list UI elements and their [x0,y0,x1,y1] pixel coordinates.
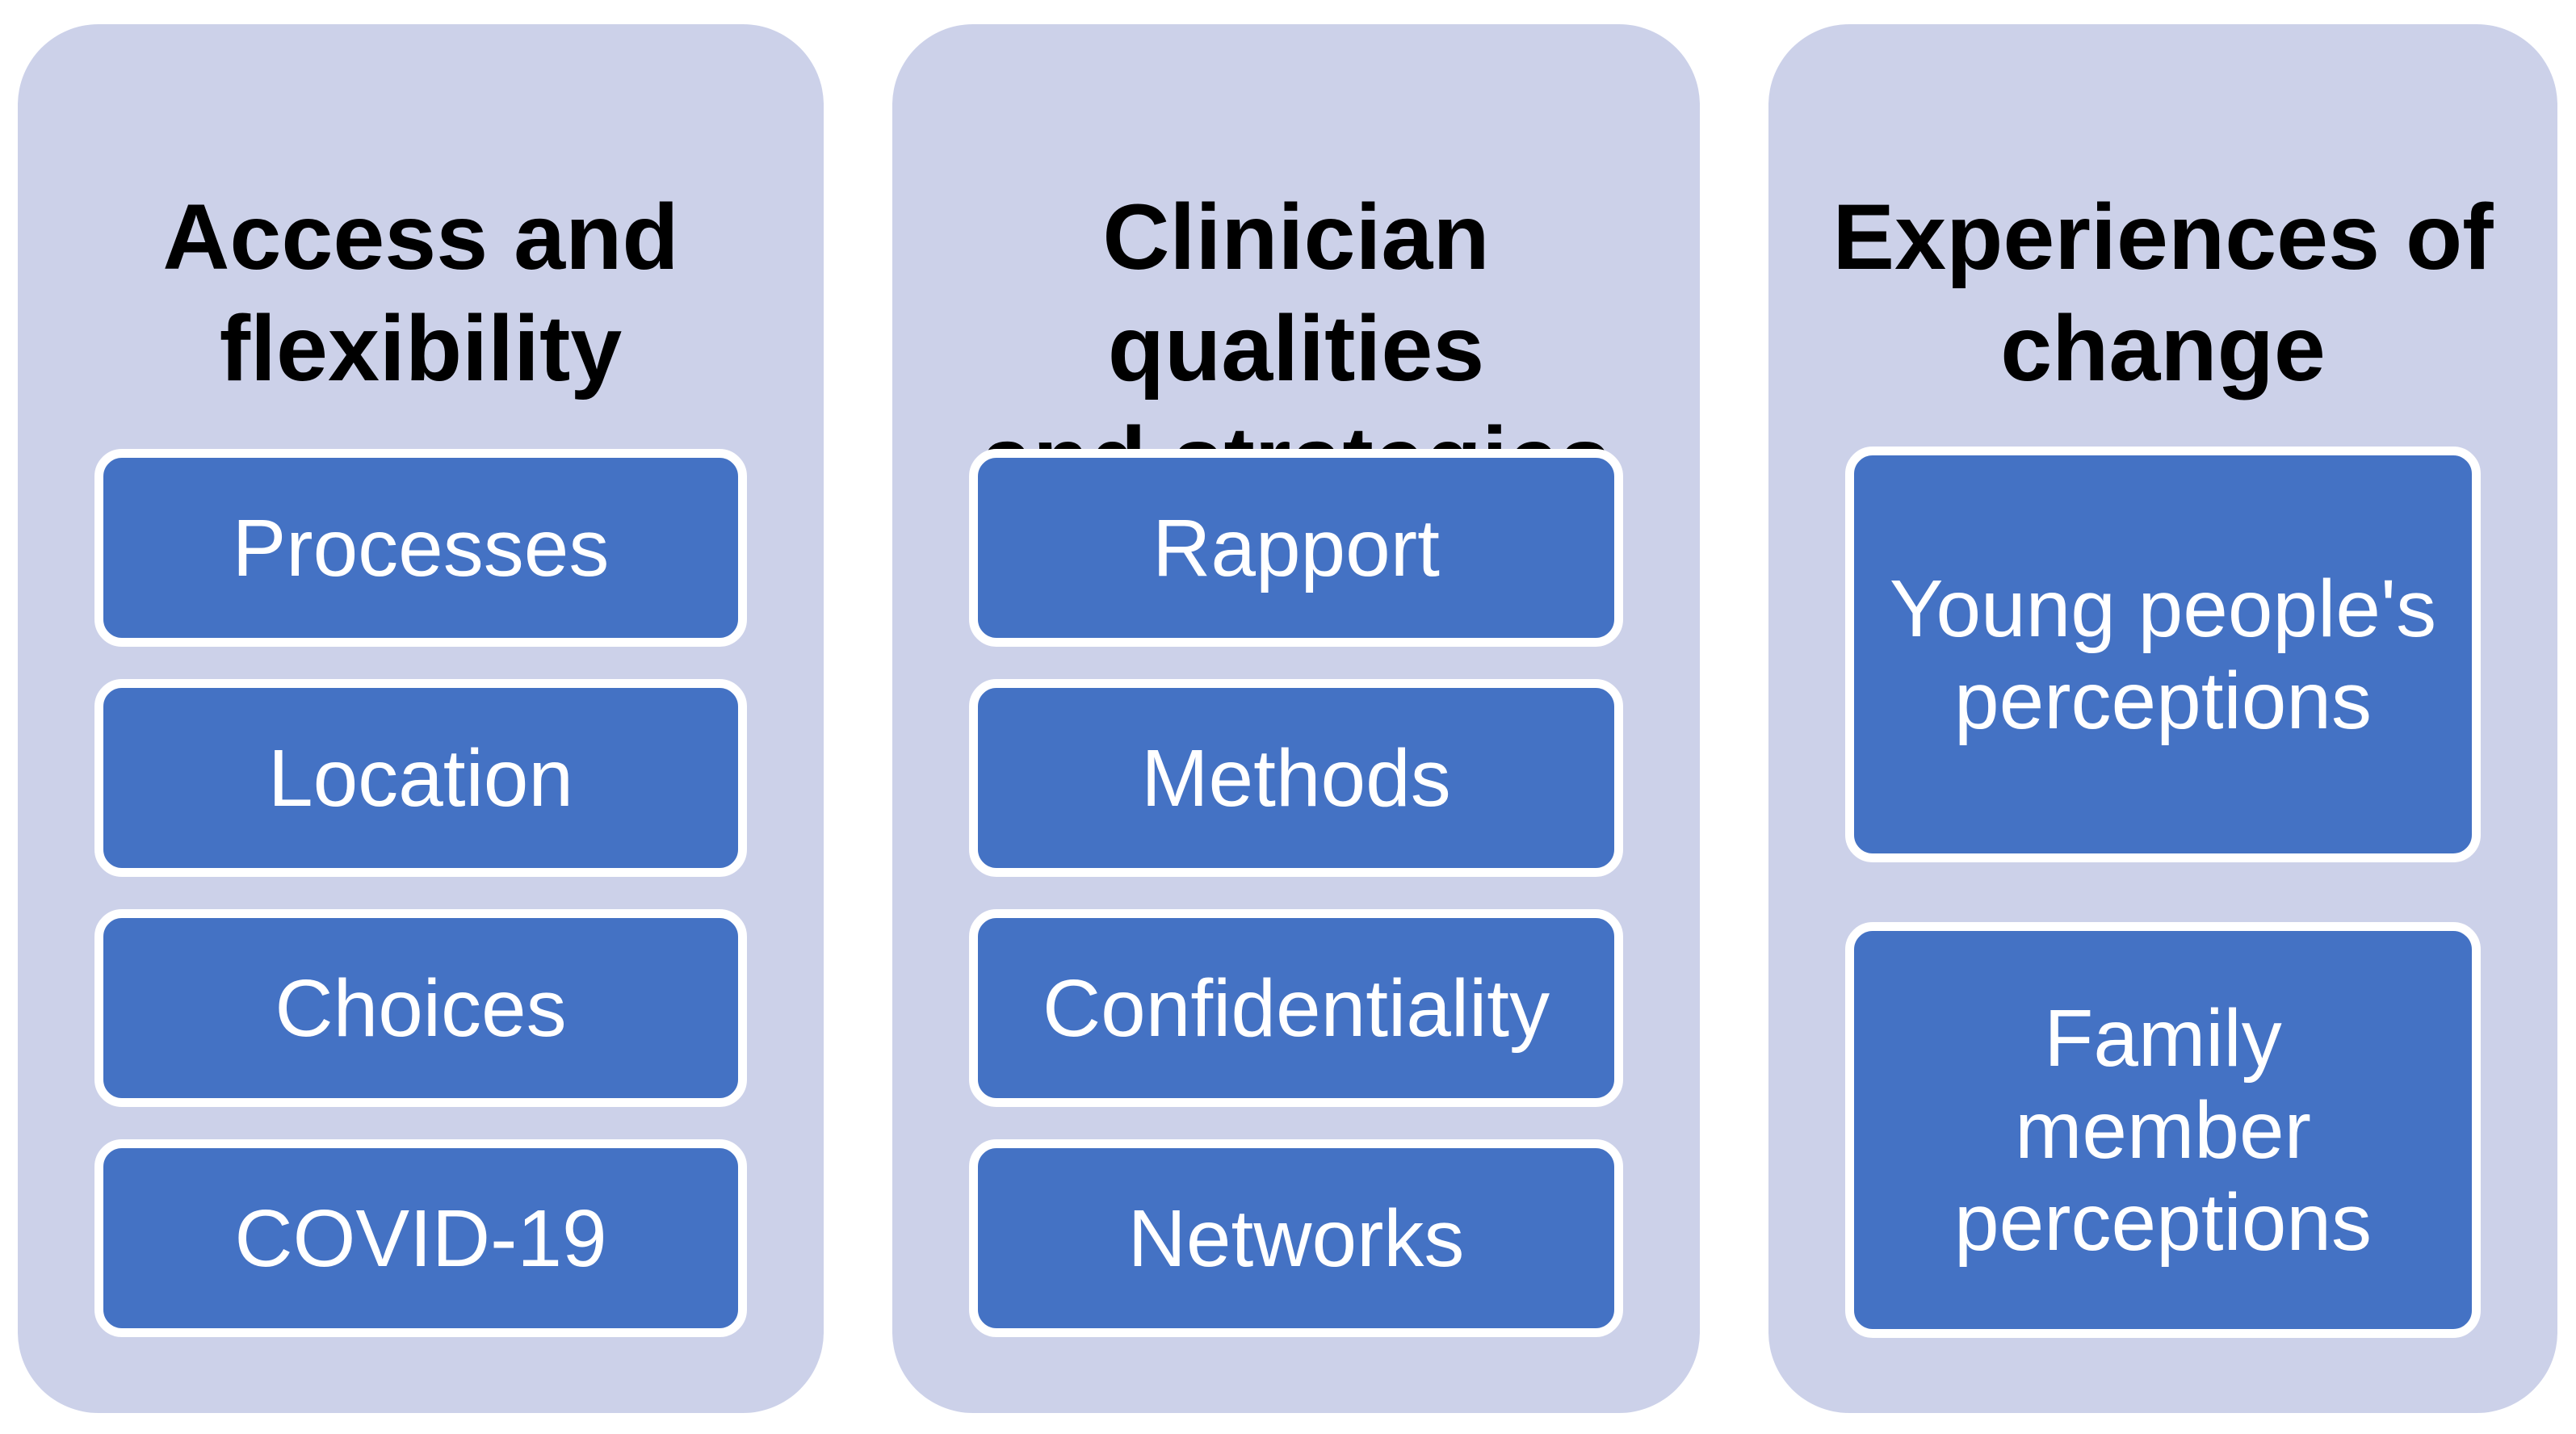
box-methods: Methods [969,679,1623,877]
item-label: Location [267,732,574,824]
box-location: Location [94,679,747,877]
panel-experiences-of-change: Experiences of change Young people's per… [1768,24,2557,1413]
box-rapport: Rapport [969,449,1623,647]
panel-title: Access and flexibility [162,186,679,401]
item-label: Methods [1141,732,1451,824]
box-young-peoples-perceptions: Young people's perceptions [1845,447,2481,862]
panel-clinician-qualities-and-strategies: Clinician qualities and strategies Rappo… [892,24,1700,1413]
item-label: Networks [1127,1193,1465,1284]
box-confidentiality: Confidentiality [969,909,1623,1107]
box-covid-19: COVID-19 [94,1139,747,1337]
item-label: Rapport [1152,502,1440,593]
item-label: Choices [275,962,567,1054]
box-family-member-perceptions: Family member perceptions [1845,922,2481,1338]
box-choices: Choices [94,909,747,1107]
box-networks: Networks [969,1139,1623,1337]
item-label: Processes [232,502,610,593]
item-label: Confidentiality [1042,962,1550,1054]
panel-title: Experiences of change [1832,186,2494,401]
item-label: Young people's perceptions [1889,563,2437,746]
box-processes: Processes [94,449,747,647]
panel-access-and-flexibility: Access and flexibility Processes Locatio… [18,24,824,1413]
item-label: COVID-19 [234,1193,607,1284]
item-label: Family member perceptions [1954,992,2372,1268]
